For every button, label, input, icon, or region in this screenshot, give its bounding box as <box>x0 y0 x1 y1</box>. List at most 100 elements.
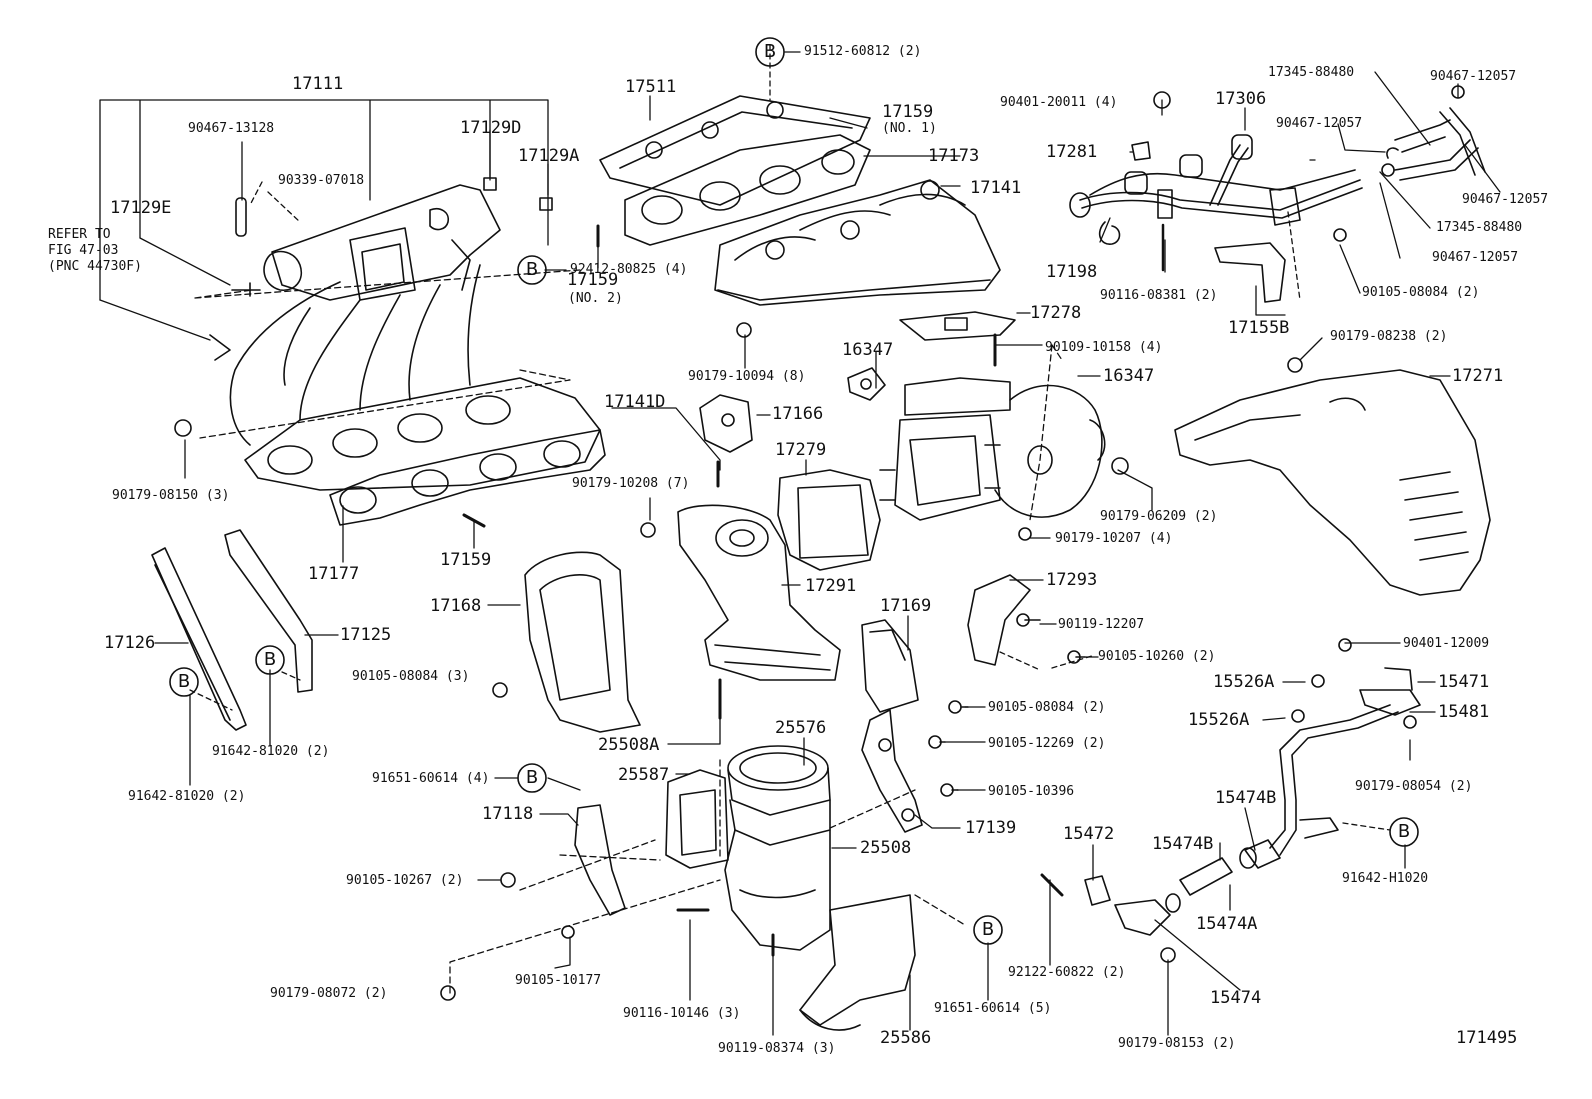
part-90467-12057-a-label: 90467-12057 <box>1430 69 1517 84</box>
bracket-17169 <box>861 619 919 713</box>
part-92412-80825-label: 92412-80825 (4) <box>570 262 688 277</box>
b-marker-letter: B <box>1397 821 1411 842</box>
part-90179-08150-label: 90179-08150 (3) <box>112 488 230 503</box>
part-90401-12009-label: 90401-12009 <box>1403 636 1490 651</box>
refer-note-line-1: REFER TO <box>48 227 111 242</box>
part-17159-no1-note: (NO. 1) <box>882 121 937 136</box>
part-91642-81020-b-label: 91642-81020 (2) <box>128 789 246 804</box>
part-17271-label: 17271 <box>1452 366 1504 386</box>
part-16347-b-label: 16347 <box>1103 366 1155 386</box>
b-marker-letter: B <box>263 649 277 670</box>
part-17159-no2-label: 17159 <box>567 270 619 290</box>
part-90109-10158-label: 90109-10158 (4) <box>1045 340 1163 355</box>
exhaust-manifold-gasket-17173 <box>624 134 871 246</box>
part-90467-12057-c-label: 90467-12057 <box>1462 192 1549 207</box>
hoses-15474 <box>1084 847 1257 936</box>
part-15471-label: 15471 <box>1438 672 1490 692</box>
bracket-17118 <box>574 804 626 916</box>
part-90179-08072-label: 90179-08072 (2) <box>270 986 388 1001</box>
b-marker-circles <box>169 37 1419 945</box>
part-17306-label: 17306 <box>1215 89 1267 109</box>
part-90105-10177-label: 90105-10177 <box>515 973 602 988</box>
part-90105-10267-label: 90105-10267 (2) <box>346 873 464 888</box>
part-91642-81020-a-label: 91642-81020 (2) <box>212 744 330 759</box>
exhaust-pipe-17291 <box>677 504 841 681</box>
part-90179-10094-label: 90179-10094 (8) <box>688 369 806 384</box>
manifold-gasket-17177 <box>329 429 606 526</box>
part-91512-60812-label: 91512-60812 (2) <box>804 44 922 59</box>
part-90105-08084-b-label: 90105-08084 (2) <box>988 700 1106 715</box>
heat-insulator-17511 <box>599 95 871 206</box>
part-17159-no2-note: (NO. 2) <box>568 291 623 306</box>
part-90105-08084-c-label: 90105-08084 (2) <box>1362 285 1480 300</box>
part-90119-12207-label: 90119-12207 <box>1058 617 1145 632</box>
part-17166-label: 17166 <box>772 404 824 424</box>
part-15481-label: 15481 <box>1438 702 1490 722</box>
bracket-17126 <box>151 547 247 731</box>
heat-insulator-25587 <box>665 769 729 869</box>
part-17345-88480-b-label: 17345-88480 <box>1436 220 1523 235</box>
bracket-17125 <box>224 529 313 693</box>
leader-lines <box>99 44 1501 1036</box>
part-90339-07018-label: 90339-07018 <box>278 173 365 188</box>
part-17125-label: 17125 <box>340 625 392 645</box>
part-17511-label: 17511 <box>625 77 677 97</box>
manifold-gasket-upper <box>244 377 601 491</box>
part-17129A-label: 17129A <box>518 146 580 166</box>
part-90179-08153-label: 90179-08153 (2) <box>1118 1036 1236 1051</box>
refer-note-line-2: FIG 47-03 <box>48 243 119 258</box>
refer-note-line-3: (PNC 44730F) <box>48 259 142 274</box>
part-17169-label: 17169 <box>880 596 932 616</box>
part-92122-60822-label: 92122-60822 (2) <box>1008 965 1126 980</box>
part-90467-12057-d-label: 90467-12057 <box>1432 250 1519 265</box>
part-90119-08374-label: 90119-08374 (3) <box>718 1041 836 1056</box>
catalytic-converter-25508 <box>724 745 831 951</box>
part-90116-10146-label: 90116-10146 (3) <box>623 1006 741 1021</box>
part-15474B-a-label: 15474B <box>1215 788 1277 808</box>
part-25576-label: 25576 <box>775 718 827 738</box>
part-17141D-label: 17141D <box>604 392 666 412</box>
part-17168-label: 17168 <box>430 596 482 616</box>
heat-insulator-17271 <box>1174 369 1491 596</box>
vacuum-hoses <box>1386 107 1486 181</box>
part-90179-10207-label: 90179-10207 (4) <box>1055 531 1173 546</box>
part-90401-20011-label: 90401-20011 (4) <box>1000 95 1118 110</box>
stay-17139 <box>861 709 923 833</box>
part-17279-label: 17279 <box>775 440 827 460</box>
b-marker-letter: B <box>981 919 995 940</box>
part-25508-label: 25508 <box>860 838 912 858</box>
bracket-17293 <box>967 574 1031 666</box>
part-15526A-b-label: 15526A <box>1188 710 1250 730</box>
part-90105-08084-a-label: 90105-08084 (3) <box>352 669 470 684</box>
part-17278-label: 17278 <box>1030 303 1082 323</box>
studs-and-bolts <box>174 85 1465 1001</box>
b-marker-letter: B <box>177 671 191 692</box>
turbocharger <box>879 377 1106 521</box>
part-17129E-label: 17129E <box>110 198 172 218</box>
gasket-16347 <box>847 367 886 401</box>
part-90179-08054-label: 90179-08054 (2) <box>1355 779 1473 794</box>
part-90467-13128-label: 90467-13128 <box>188 121 275 136</box>
part-90179-06209-label: 90179-06209 (2) <box>1100 509 1218 524</box>
gasket-17279 <box>777 469 881 571</box>
part-25586-label: 25586 <box>880 1028 932 1048</box>
part-17141-label: 17141 <box>970 178 1022 198</box>
part-25508A-label: 25508A <box>598 735 660 755</box>
heat-insulator-17168 <box>524 551 641 733</box>
part-90105-10260-label: 90105-10260 (2) <box>1098 649 1216 664</box>
part-17173-label: 17173 <box>928 146 980 166</box>
exhaust-manifold-17141 <box>714 179 1001 306</box>
part-91651-60614-b-label: 91651-60614 (5) <box>934 1001 1052 1016</box>
part-17111-label: 17111 <box>292 74 344 94</box>
part-91651-60614-a-label: 91651-60614 (4) <box>372 771 490 786</box>
part-17126-label: 17126 <box>104 633 156 653</box>
bracket-17155B <box>1214 242 1286 303</box>
gasket-17166 <box>699 394 753 453</box>
gasket-17278 <box>899 311 1016 341</box>
part-17139-label: 17139 <box>965 818 1017 838</box>
part-17177-label: 17177 <box>308 564 360 584</box>
b-marker-letter: B <box>525 767 539 788</box>
part-17281-label: 17281 <box>1046 142 1098 162</box>
part-17291-label: 17291 <box>805 576 857 596</box>
